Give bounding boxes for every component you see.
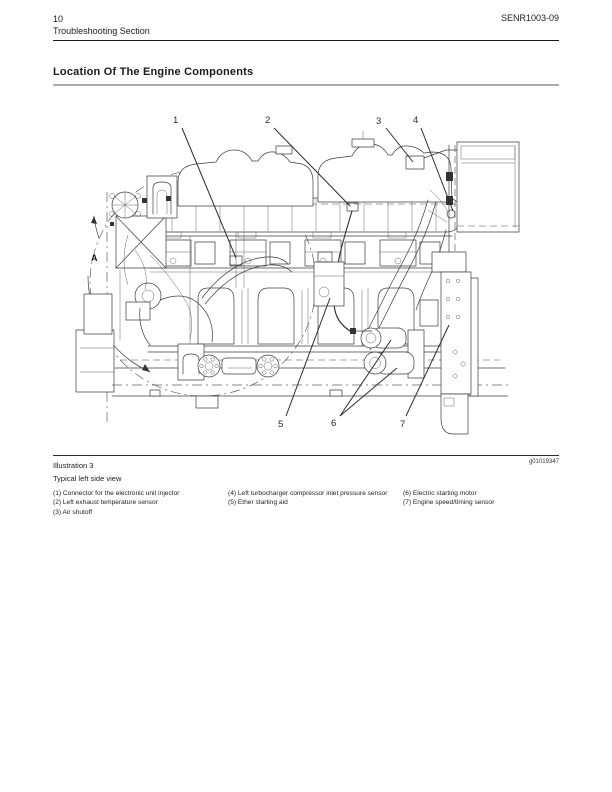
caption-rule bbox=[53, 455, 559, 456]
turbo-inlet-pressure-sensor bbox=[447, 210, 455, 218]
air-cleaner-box bbox=[457, 142, 519, 232]
section-title: Troubleshooting Section bbox=[53, 26, 150, 36]
legend-item-3: (3) Air shutoff bbox=[53, 508, 93, 516]
legend-column-1: (1) Connector for the electronic unit in… bbox=[53, 489, 225, 517]
legend-item-7: (7) Engine speed/timing sensor bbox=[403, 499, 495, 507]
cylinder-row bbox=[190, 232, 414, 344]
legend-column-2: (4) Left turbocharger compressor inlet p… bbox=[228, 489, 390, 508]
figure-caption: Typical left side view bbox=[53, 474, 122, 483]
front-lower-block bbox=[76, 294, 114, 392]
title-rule bbox=[53, 84, 559, 86]
front-accessory-group bbox=[110, 176, 213, 345]
cylinder-heads bbox=[150, 203, 452, 272]
air-shutoff-device bbox=[406, 156, 424, 169]
ether-starting-aid bbox=[314, 262, 344, 306]
header-left: 10 Troubleshooting Section bbox=[53, 13, 150, 37]
callout-3: 3 bbox=[376, 116, 381, 127]
callout-5: 5 bbox=[278, 419, 283, 430]
legend-item-5: (5) Ether starting aid bbox=[228, 499, 288, 507]
callout-6: 6 bbox=[331, 418, 336, 429]
right-side-group bbox=[350, 142, 519, 434]
legend-item-6: (6) Electric starting motor bbox=[403, 490, 477, 497]
engine-diagram: A bbox=[0, 115, 612, 460]
caption-row: Illustration 3 g01019347 bbox=[53, 459, 559, 471]
speed-timing-sensor bbox=[350, 328, 356, 334]
document-code: SENR1003-09 bbox=[500, 13, 559, 23]
callout-leaders bbox=[182, 128, 453, 416]
callout-4: 4 bbox=[413, 115, 418, 126]
view-a-label: A bbox=[91, 253, 98, 263]
page-number: 10 bbox=[53, 14, 64, 24]
callout-numbers: 1 2 3 4 5 6 7 bbox=[173, 115, 418, 430]
figure-id: g01019347 bbox=[528, 459, 559, 465]
callout-1: 1 bbox=[173, 115, 178, 126]
water-pumps bbox=[178, 344, 279, 380]
illustration-label: Illustration 3 bbox=[53, 461, 94, 470]
flywheel-housing bbox=[441, 272, 471, 394]
callout-2: 2 bbox=[265, 115, 270, 126]
valve-cover-plenum bbox=[178, 131, 457, 206]
legend-item-4: (4) Left turbocharger compressor inlet p… bbox=[228, 490, 388, 497]
legend-item-2: (2) Left exhaust temperature sensor bbox=[53, 499, 158, 507]
callout-7: 7 bbox=[400, 419, 405, 430]
legend-item-1: (1) Connector for the electronic unit in… bbox=[53, 490, 180, 497]
header-rule bbox=[53, 40, 559, 41]
legend-column-3: (6) Electric starting motor (7) Engine s… bbox=[403, 489, 561, 508]
article-title: Location Of The Engine Components bbox=[53, 66, 254, 78]
